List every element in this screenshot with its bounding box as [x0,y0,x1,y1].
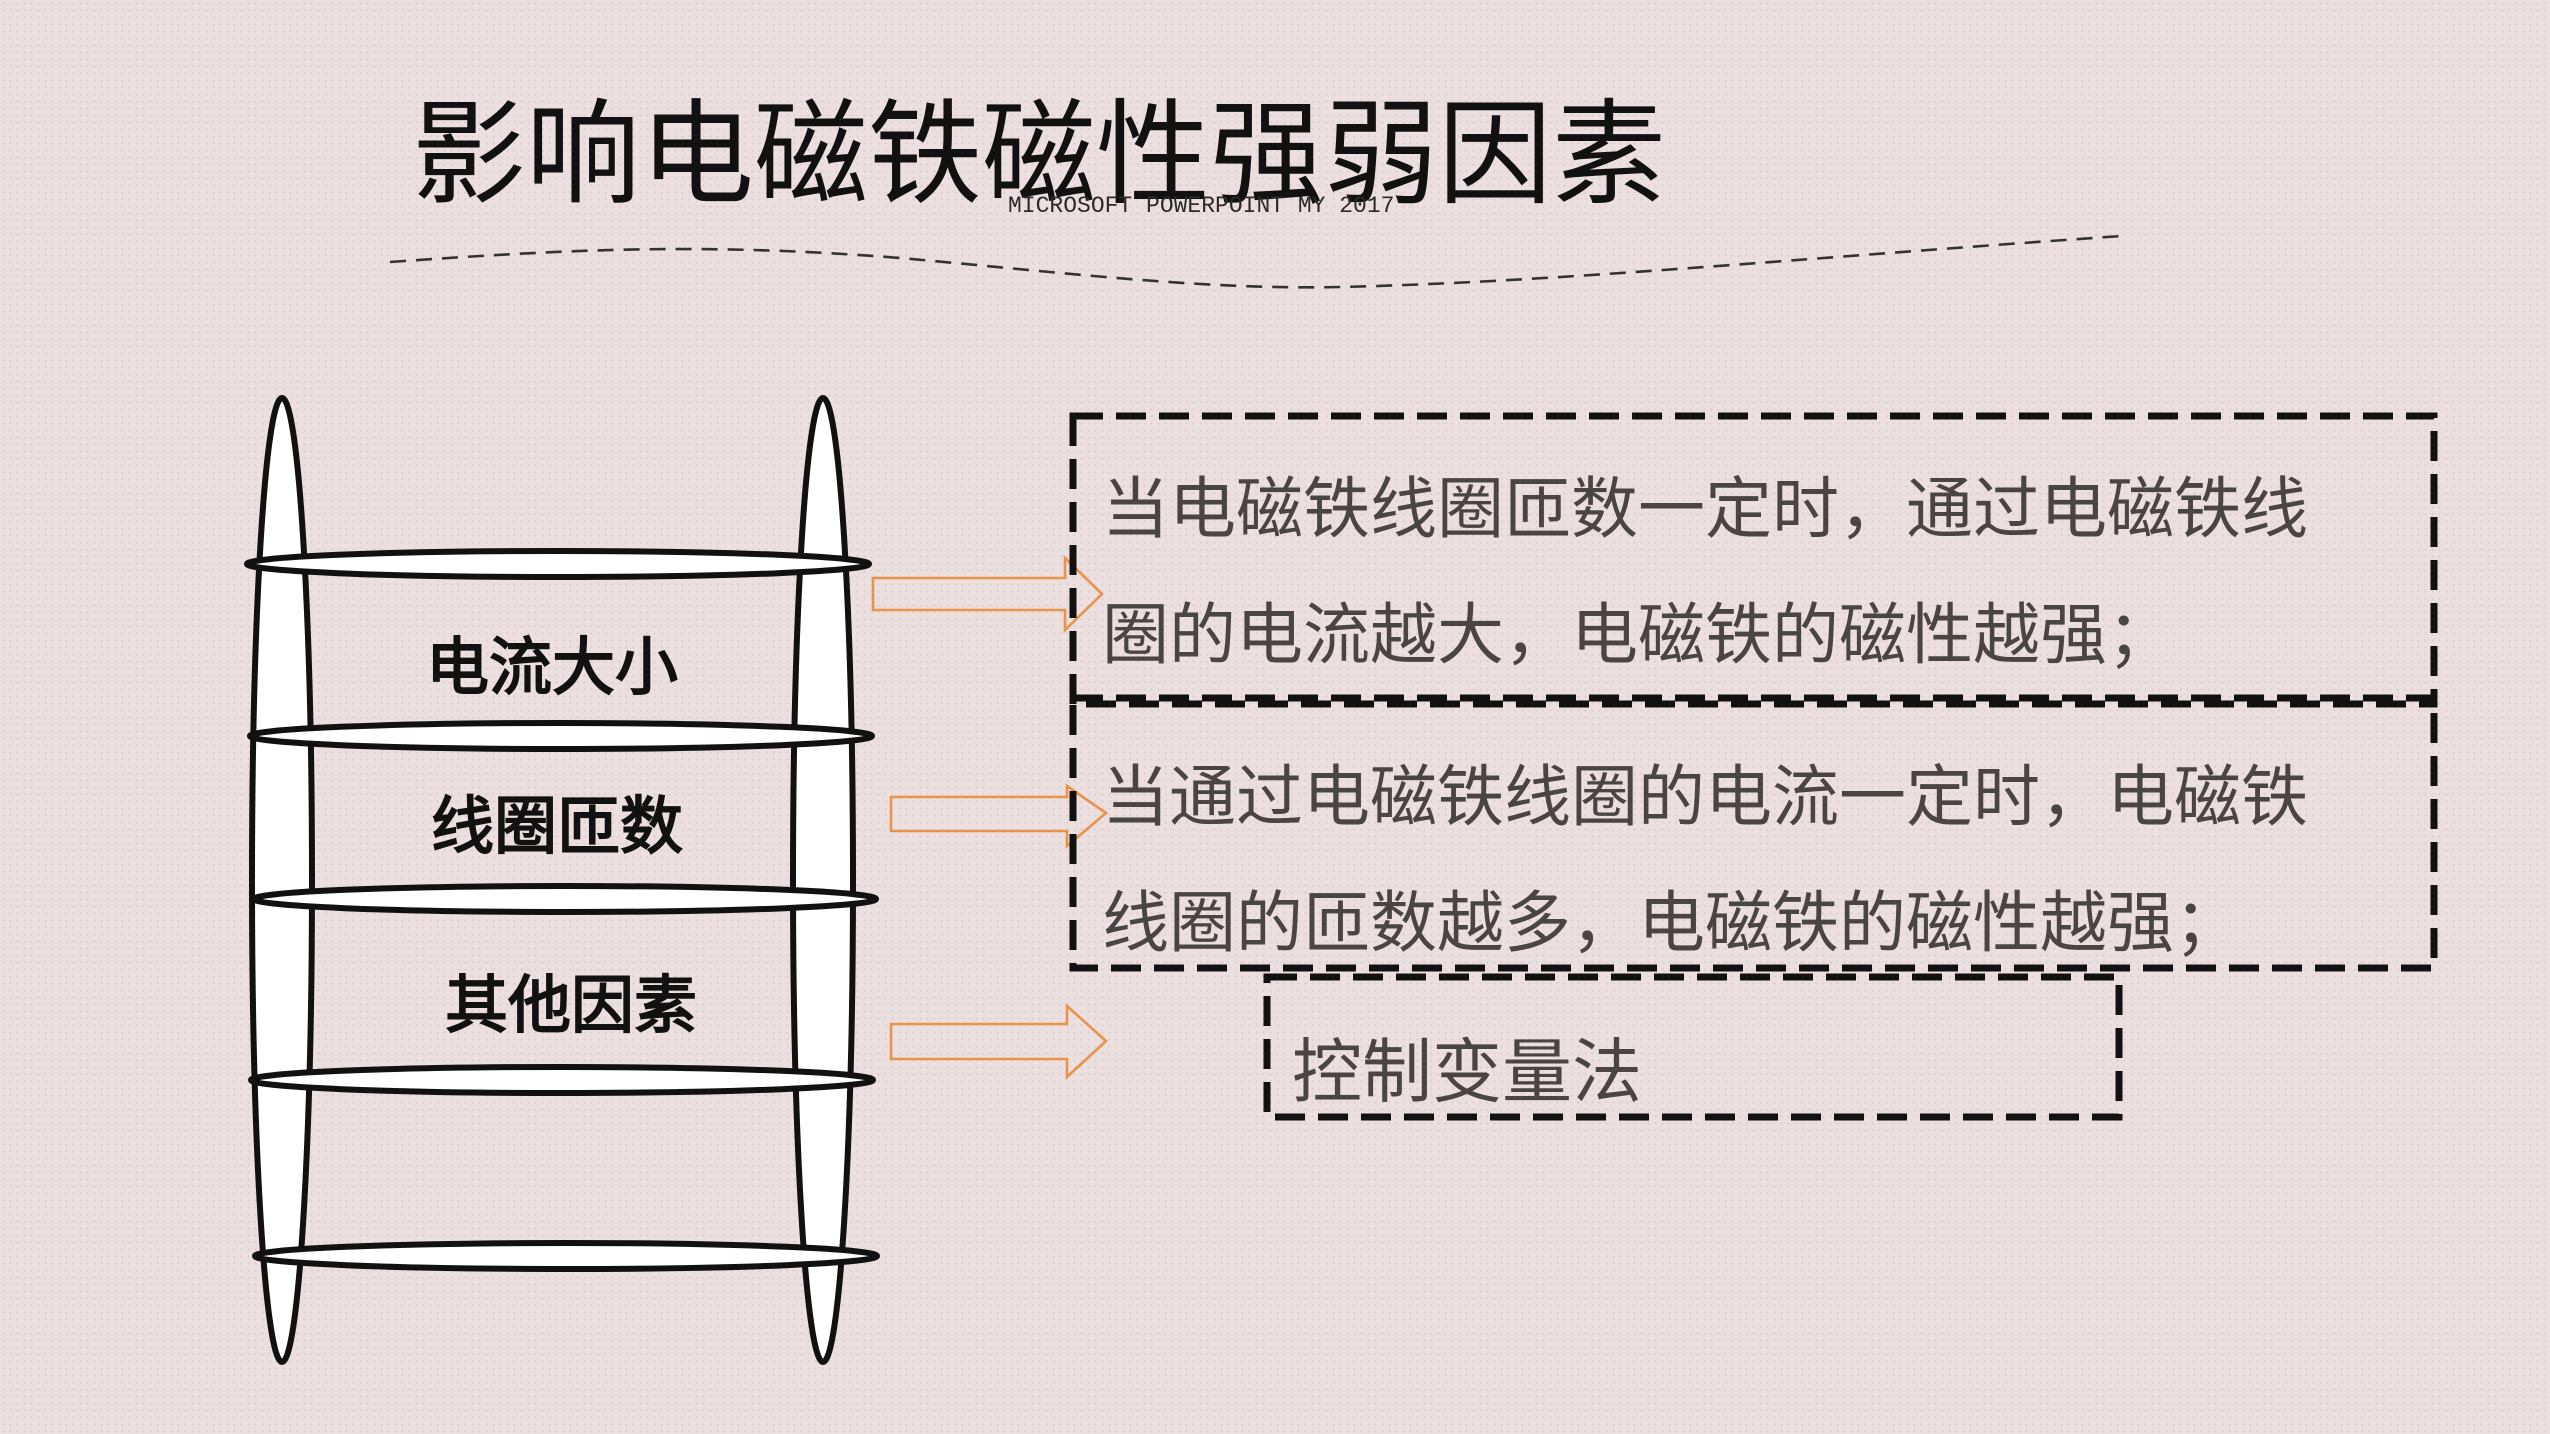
ladder [244,395,880,1365]
slide-title: 影响电磁铁磁性强弱因素 [412,88,1667,221]
box-text-line: 线圈的匝数越多，电磁铁的磁性越强； [1102,884,2241,962]
ladder-rung-1 [244,548,872,580]
ladder-right-rail [790,395,856,1365]
ladder-label-turns: 线圈匝数 [431,790,683,863]
box-text-method: 控制变量法 [1292,1031,1642,1113]
ladder-label-other: 其他因素 [445,969,697,1042]
box-text-current: 当电磁铁线圈匝数一定时，通过电磁铁线 圈的电流越大，电磁铁的磁性越强； [1102,446,2308,698]
ladder-rung-2 [247,720,875,752]
ladder-left-rail [249,395,315,1365]
dashed-box-method [1263,973,2123,1121]
box-text-turns: 当通过电磁铁线圈的电流一定时，电磁铁 线圈的匝数越多，电磁铁的磁性越强； [1102,734,2308,986]
ladder-rung-5 [252,1240,880,1272]
box-text-line: 圈的电流越大，电磁铁的磁性越强； [1102,596,2174,674]
ladder-rung-3 [251,883,879,915]
arrow-2 [889,783,1109,849]
watermark-text: MICROSOFT POWERPOINT MY 2017 [1008,193,1395,219]
ladder-label-current: 电流大小 [426,631,678,704]
title-divider-line [389,234,2123,289]
arrow-3 [889,1003,1108,1080]
dashed-box-current [1069,412,2438,708]
ladder-rung-4 [248,1064,876,1096]
box-text-line: 当通过电磁铁线圈的电流一定时，电磁铁 [1102,758,2308,836]
box-text-line: 当电磁铁线圈匝数一定时，通过电磁铁线 [1102,470,2308,548]
arrow-1 [871,554,1104,634]
